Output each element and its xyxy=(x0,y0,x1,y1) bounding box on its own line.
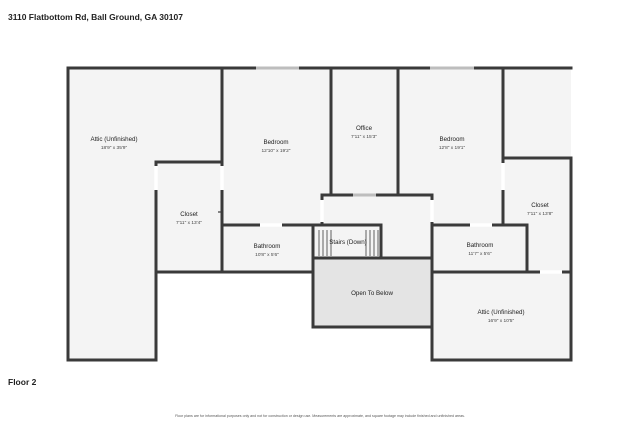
room-name: Bathroom xyxy=(254,243,281,250)
floor-label: Floor 2 xyxy=(8,377,37,387)
room-fills xyxy=(68,68,571,363)
wall-attic-left xyxy=(154,66,224,274)
wall-outline xyxy=(66,66,573,362)
room-name: Office xyxy=(356,125,373,132)
room-dims: 7'11" x 15'3" xyxy=(351,134,377,140)
room-dims: 12'10" x 19'2" xyxy=(262,148,291,154)
room-dims: 7'11" x 13'4" xyxy=(176,220,202,226)
room-labels: Attic (Unfinished) 18'9" x 35'9" Bedroom… xyxy=(90,125,553,324)
room-name: Bedroom xyxy=(439,136,464,143)
room-dims: 18'9" x 35'9" xyxy=(101,145,128,151)
stair-treads xyxy=(318,230,379,256)
room-name: Stairs (Down) xyxy=(329,239,366,246)
outside-cutout xyxy=(313,327,432,363)
room-name: Attic (Unfinished) xyxy=(90,136,137,143)
room-name: Bedroom xyxy=(263,139,288,146)
door-openings xyxy=(154,163,562,274)
room-dims: 7'11" x 13'8" xyxy=(527,211,553,217)
room-name: Open To Below xyxy=(351,290,393,297)
room-name: Attic (Unfinished) xyxy=(477,309,524,316)
room-dims: 12'8" x 19'1" xyxy=(439,145,466,151)
property-address: 3110 Flatbottom Rd, Ball Ground, GA 3010… xyxy=(8,12,183,22)
disclaimer-text: Floor plans are for informational purpos… xyxy=(175,414,465,418)
room-dims: 10'8" x 5'6" xyxy=(255,252,279,258)
room-dims: 16'9" x 10'5" xyxy=(488,318,515,324)
open-to-below-fill xyxy=(313,258,431,327)
windows xyxy=(256,66,474,197)
room-name: Closet xyxy=(180,211,198,218)
outside-cutout xyxy=(156,273,314,363)
room-dims: 11'7" x 5'6" xyxy=(468,251,492,257)
room-name: Bathroom xyxy=(467,242,494,249)
room-name: Closet xyxy=(531,202,549,209)
